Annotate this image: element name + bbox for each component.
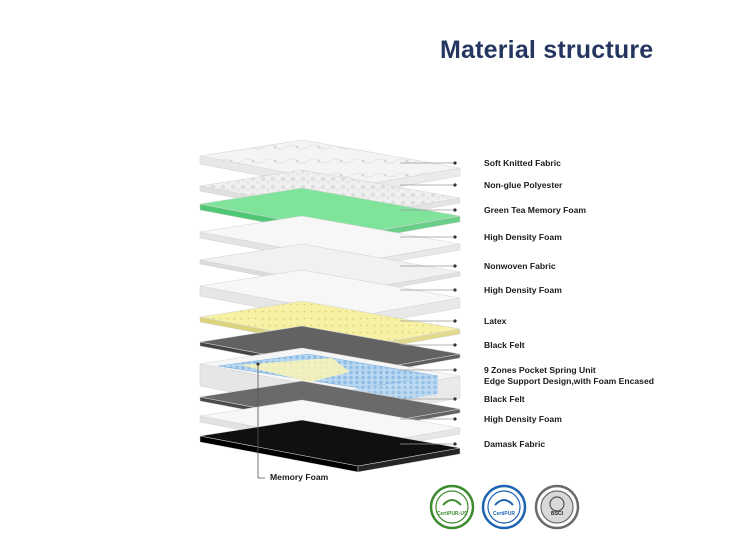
layer-label: Black Felt xyxy=(484,340,525,350)
leader-dot xyxy=(453,397,456,400)
leader-dot xyxy=(453,319,456,322)
leader-dot xyxy=(453,343,456,346)
layer-label: Soft Knitted Fabric xyxy=(484,158,561,168)
layer-label: High Density Foam xyxy=(484,414,562,424)
leader-dot xyxy=(453,161,456,164)
badge-label: CertiPUR-US xyxy=(437,511,468,517)
leader-dot xyxy=(453,417,456,420)
leader-dot xyxy=(453,368,456,371)
layer-label: 9 Zones Pocket Spring Unit xyxy=(484,365,596,375)
layer-label: Damask Fabric xyxy=(484,439,545,449)
layer-label: Green Tea Memory Foam xyxy=(484,205,586,215)
layer-label: High Density Foam xyxy=(484,232,562,242)
badge-label: CertiPUR xyxy=(493,511,515,517)
leader-dot xyxy=(453,235,456,238)
layer-label: Latex xyxy=(484,316,507,326)
memory-foam-dot xyxy=(256,362,259,365)
layer-label-secondary: Edge Support Design,with Foam Encased xyxy=(484,376,654,386)
layer-label: High Density Foam xyxy=(484,285,562,295)
leader-dot xyxy=(453,288,456,291)
memory-foam-label: Memory Foam xyxy=(270,472,329,482)
layer-label: Nonwoven Fabric xyxy=(484,261,556,271)
leader-dot xyxy=(453,208,456,211)
leader-dot xyxy=(453,442,456,445)
certipur-badge: CertiPUR xyxy=(483,486,525,528)
leader-dot xyxy=(453,264,456,267)
badge-label: BSCI xyxy=(551,511,564,517)
certipur-us-badge: CertiPUR-US xyxy=(431,486,473,528)
bsci-badge: BSCI xyxy=(536,486,578,528)
layer-label: Non-glue Polyester xyxy=(484,180,563,190)
leader-dot xyxy=(453,183,456,186)
layer-label: Black Felt xyxy=(484,394,525,404)
